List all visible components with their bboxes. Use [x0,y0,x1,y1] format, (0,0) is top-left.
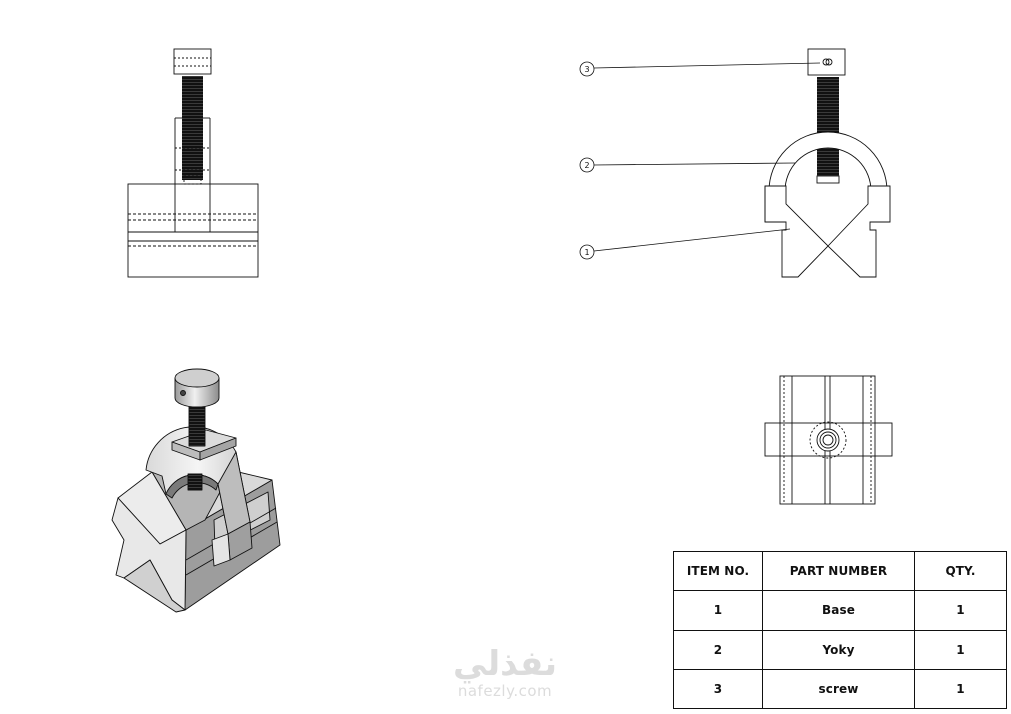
bom-row: 2 Yoky 1 [673,629,1007,670]
callout-balloon-1: 1 [579,228,791,260]
bom-header-item: ITEM NO. [673,550,763,592]
bom-cell-qty: 1 [914,590,1007,631]
bom-cell-part: Yoky [762,629,915,670]
callout-balloon-3: 3 [579,61,821,77]
bill-of-materials-table: ITEM NO. PART NUMBER QTY. 1 Base 1 2 Yok… [673,550,1007,710]
balloon-2-label: 2 [584,161,589,170]
isometric-view [111,368,281,613]
bom-header-row: ITEM NO. PART NUMBER QTY. [673,550,1007,592]
bom-cell-part: screw [762,668,915,710]
top-view [764,375,893,505]
bom-header-qty: QTY. [914,550,1007,592]
bom-row: 3 screw 1 [673,668,1007,710]
bom-row: 1 Base 1 [673,590,1007,631]
callout-balloon-2: 2 [579,157,796,173]
bom-cell-item: 1 [673,590,763,631]
side-view [764,48,891,278]
bom-cell-item: 2 [673,629,763,670]
balloon-1-label: 1 [584,248,589,257]
bom-cell-qty: 1 [914,668,1007,710]
bom-header-part: PART NUMBER [762,550,915,592]
bom-cell-item: 3 [673,668,763,710]
front-view [127,48,259,278]
balloon-3-label: 3 [584,65,589,74]
bom-cell-part: Base [762,590,915,631]
bom-cell-qty: 1 [914,629,1007,670]
